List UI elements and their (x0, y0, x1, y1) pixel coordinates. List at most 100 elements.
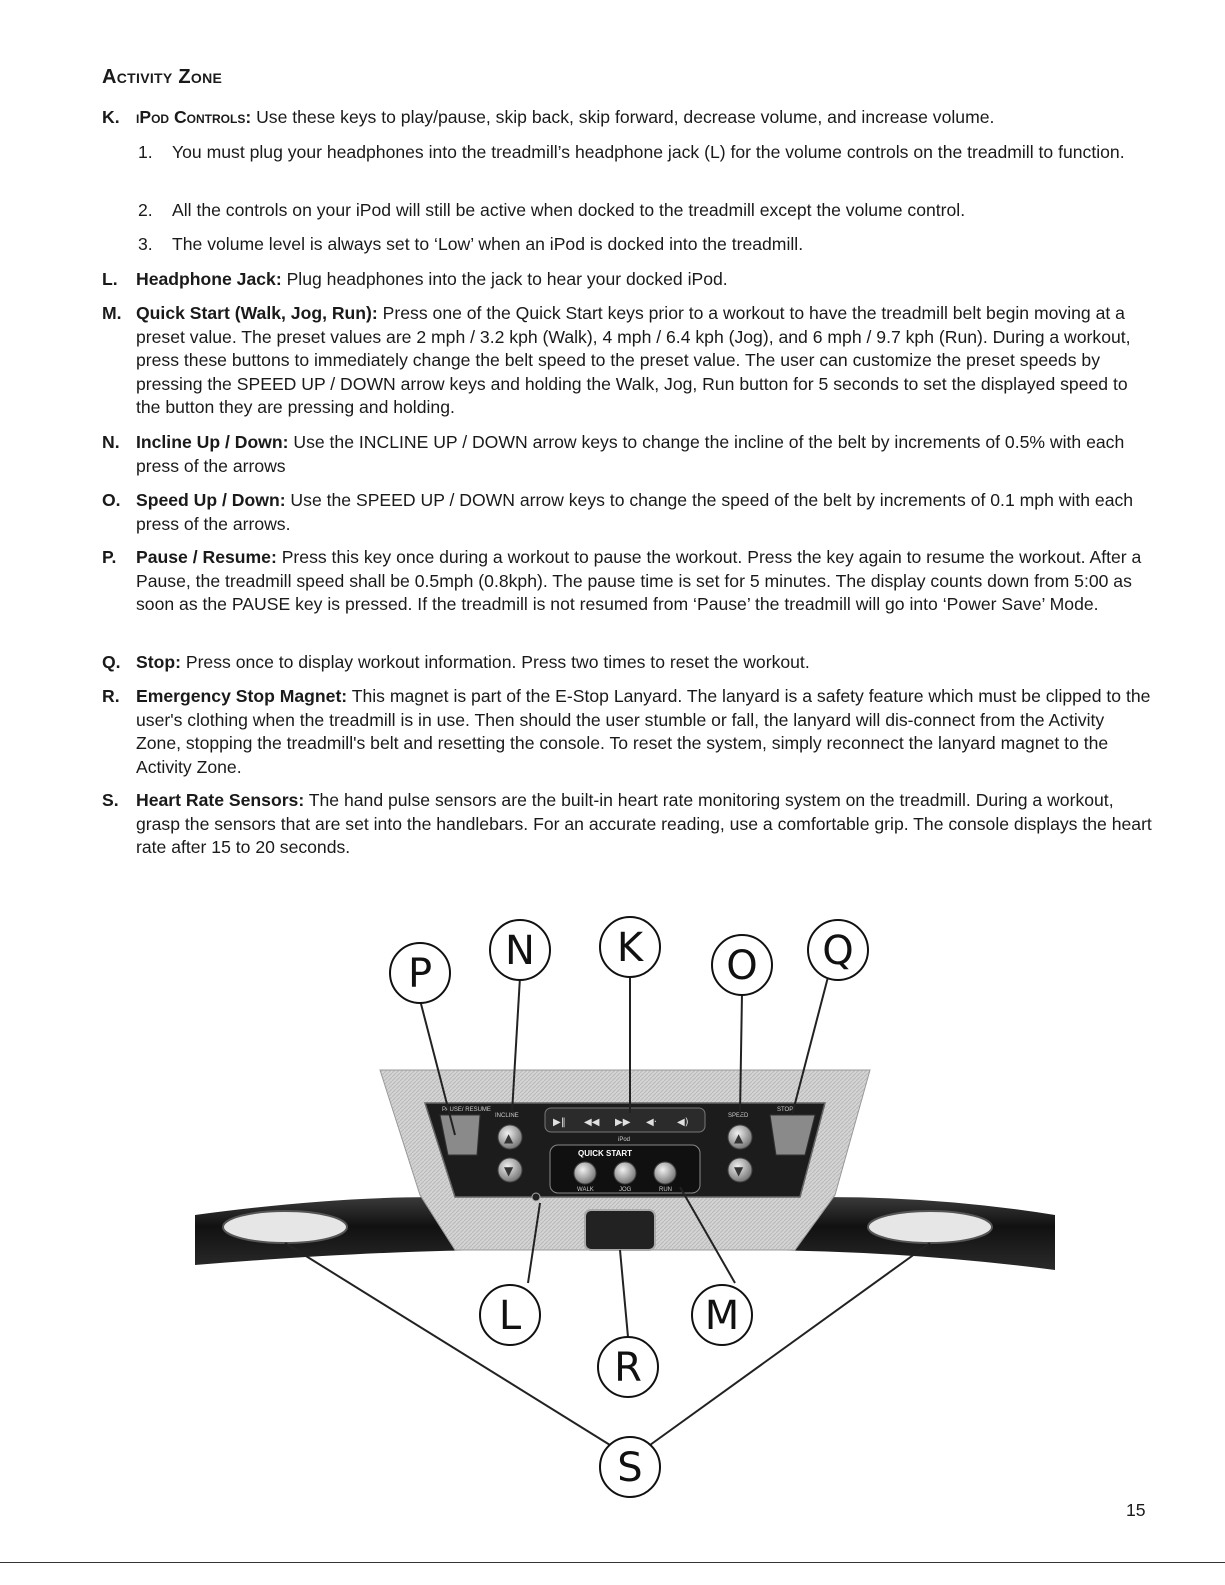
walk-button[interactable] (573, 1161, 597, 1185)
svg-text:P: P (408, 951, 432, 997)
subitem-text: You must plug your headphones into the t… (172, 142, 1125, 162)
callout-l: L (479, 1284, 541, 1346)
svg-text:R: R (614, 1345, 642, 1391)
skip-back-icon[interactable]: ◀◀ (584, 1117, 600, 1128)
svg-text:O: O (726, 943, 757, 989)
walk-label: WALK (577, 1187, 594, 1193)
item-letter: N. (102, 432, 120, 452)
item-p: P. Pause / Resume: Press this key once d… (102, 546, 1152, 617)
item-text: Use these keys to play/pause, skip back,… (251, 107, 995, 127)
item-term: Emergency Stop Magnet: (136, 686, 348, 706)
play-pause-icon[interactable]: ▶‖ (553, 1117, 566, 1128)
pause-resume-button[interactable]: PAUSE/ RESUME (439, 1107, 491, 1156)
subitem-number: 3. (138, 234, 153, 254)
item-k: K. iPod Controls: Use these keys to play… (102, 106, 1152, 130)
pause-resume-label: PAUSE/ RESUME (442, 1107, 491, 1113)
item-text: This magnet is part of the E-Stop Lanyar… (136, 686, 1151, 777)
page-number: 15 (1126, 1500, 1146, 1520)
item-m: M. Quick Start (Walk, Jog, Run): Press o… (102, 302, 1152, 420)
item-text: Press one of the Quick Start keys prior … (136, 303, 1131, 417)
item-text: Use the INCLINE UP / DOWN arrow keys to … (136, 432, 1125, 476)
incline-label: INCLINE (495, 1113, 519, 1119)
run-button[interactable] (653, 1161, 677, 1185)
skip-forward-icon[interactable]: ▶▶ (615, 1117, 631, 1128)
svg-text:N: N (505, 928, 535, 974)
item-letter: P. (102, 547, 117, 567)
svg-text:M: M (705, 1293, 740, 1339)
item-text: Use the SPEED UP / DOWN arrow keys to ch… (136, 490, 1134, 534)
item-q: Q. Stop: Press once to display workout i… (102, 651, 1152, 675)
console-diagram: PAUSE/ RESUME INCLINE ▲ ▼ ▶‖ ◀◀ ▶▶ ◀· ◀) iPo… (195, 916, 1055, 1498)
heart-rate-sensor-left (222, 1210, 348, 1244)
svg-text:S: S (617, 1445, 642, 1491)
subitem-number: 1. (138, 142, 153, 162)
callout-o: O (711, 934, 773, 996)
svg-text:L: L (499, 1293, 522, 1339)
item-o: O. Speed Up / Down: Use the SPEED UP / D… (102, 489, 1152, 536)
item-n: N. Incline Up / Down: Use the INCLINE UP… (102, 431, 1152, 478)
stop-label: STOP (777, 1107, 793, 1113)
heart-rate-sensor-right (867, 1210, 993, 1244)
subitem-1: 1. You must plug your headphones into th… (138, 141, 1138, 165)
stop-button[interactable]: STOP (769, 1107, 816, 1156)
callout-m: M (691, 1284, 753, 1346)
svg-text:K: K (617, 925, 645, 971)
item-letter: M. (102, 303, 122, 323)
section-title: Activity Zone (102, 66, 223, 88)
item-l: L. Headphone Jack: Plug headphones into … (102, 268, 1152, 292)
item-letter: Q. (102, 652, 121, 672)
speed-down-button[interactable] (727, 1157, 753, 1183)
item-term: Headphone Jack: (136, 269, 282, 289)
jog-button[interactable] (613, 1161, 637, 1185)
callout-k: K (599, 916, 661, 978)
item-text: The hand pulse sensors are the built-in … (136, 790, 1152, 857)
incline-up-button[interactable] (497, 1124, 523, 1150)
ipod-label: iPod (618, 1137, 630, 1143)
item-text: Press this key once during a workout to … (136, 547, 1142, 614)
emergency-stop-magnet (584, 1209, 656, 1251)
incline-down-button[interactable] (497, 1157, 523, 1183)
subitem-text: All the controls on your iPod will still… (172, 200, 966, 220)
subitem-number: 2. (138, 200, 153, 220)
up-arrow-icon: ▲ (504, 1131, 514, 1145)
run-label: RUN (659, 1187, 672, 1193)
item-term: Quick Start (Walk, Jog, Run): (136, 303, 378, 323)
volume-down-icon[interactable]: ◀· (646, 1117, 657, 1128)
item-term: iPod Controls: (136, 107, 252, 127)
jog-label: JOG (619, 1187, 632, 1193)
callout-n: N (489, 919, 551, 981)
callout-leader-lines (284, 975, 931, 1446)
item-r: R. Emergency Stop Magnet: This magnet is… (102, 685, 1152, 779)
svg-text:Q: Q (822, 928, 853, 974)
down-arrow-icon: ▼ (734, 1164, 744, 1178)
item-term: Heart Rate Sensors: (136, 790, 305, 810)
item-text: Plug headphones into the jack to hear yo… (281, 269, 728, 289)
callout-s: S (599, 1436, 661, 1498)
item-term: Stop: (136, 652, 181, 672)
speed-up-button[interactable] (727, 1124, 753, 1150)
down-arrow-icon: ▼ (504, 1164, 514, 1178)
item-letter: S. (102, 790, 119, 810)
item-letter: R. (102, 686, 120, 706)
volume-up-icon[interactable]: ◀) (677, 1117, 689, 1128)
callout-r: R (597, 1336, 659, 1398)
speed-label: SPEED (728, 1113, 749, 1119)
item-letter: K. (102, 107, 120, 127)
callout-p: P (389, 942, 451, 1004)
item-letter: O. (102, 490, 121, 510)
up-arrow-icon: ▲ (734, 1131, 744, 1145)
subitem-3: 3. The volume level is always set to ‘Lo… (138, 233, 1138, 257)
subitem-text: The volume level is always set to ‘Low’ … (172, 234, 804, 254)
item-text: Press once to display workout informatio… (180, 652, 810, 672)
item-term: Incline Up / Down: (136, 432, 289, 452)
item-term: Speed Up / Down: (136, 490, 286, 510)
item-term: Pause / Resume: (136, 547, 277, 567)
headphone-jack (531, 1192, 541, 1202)
callout-q: Q (807, 919, 869, 981)
bottom-rule (0, 1562, 1225, 1563)
item-letter: L. (102, 269, 118, 289)
quick-start-label: QUICK START (578, 1149, 632, 1158)
ipod-controls-strip (544, 1107, 706, 1133)
subitem-2: 2. All the controls on your iPod will st… (138, 199, 1138, 223)
item-s: S. Heart Rate Sensors: The hand pulse se… (102, 789, 1152, 860)
